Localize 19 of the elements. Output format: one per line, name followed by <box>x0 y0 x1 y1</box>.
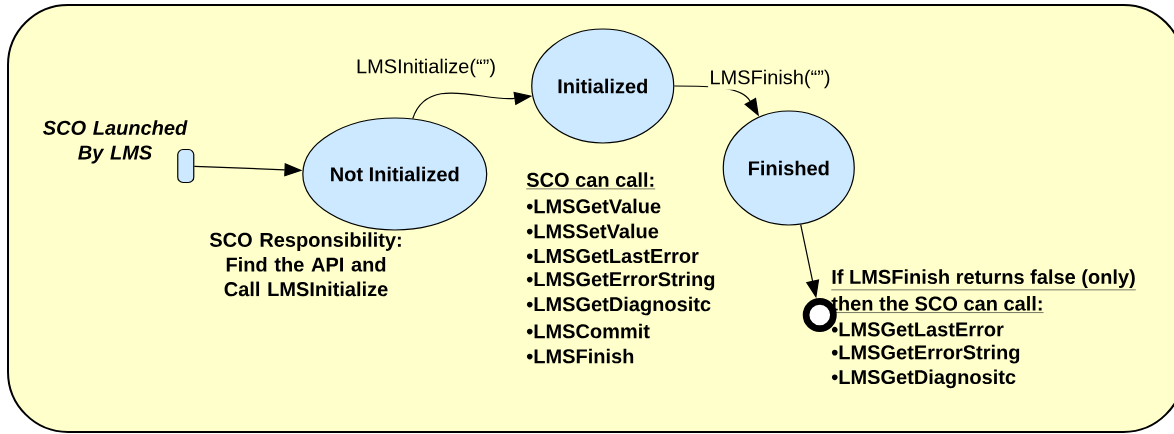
list-text: •LMSGetValue <box>526 198 661 214</box>
start-marker <box>177 148 195 184</box>
state-region-box <box>7 4 1174 433</box>
node-caption: SCO Launched By LMS <box>43 120 188 164</box>
list-text: •LMSGetLastError <box>831 322 1004 337</box>
list-text: •LMSFinish <box>526 348 634 364</box>
list-text: then the SCO can call: <box>831 296 1044 313</box>
list-text: •LMSSetValue <box>526 223 659 239</box>
list-text: •LMSGetLastError <box>526 248 699 264</box>
list-text: •LMSGetDiagnositc <box>526 296 711 316</box>
list-text: •LMSGetDiagnositc <box>831 369 1016 389</box>
list-text: If LMSFinish returns false (only) <box>831 269 1136 291</box>
list-text: •LMSGetErrorString <box>526 271 715 291</box>
list-text: •LMSGetErrorString <box>831 344 1020 364</box>
list-text: SCO can call: <box>526 172 656 190</box>
edge-label: LMSFinish(“”) <box>708 68 832 90</box>
list-text: •LMSCommit <box>526 323 650 339</box>
edge-label: LMSInitialize(“”) <box>354 57 498 79</box>
node-caption: SCO Responsibility: Find the API and Call LMSInitialize <box>209 232 401 297</box>
